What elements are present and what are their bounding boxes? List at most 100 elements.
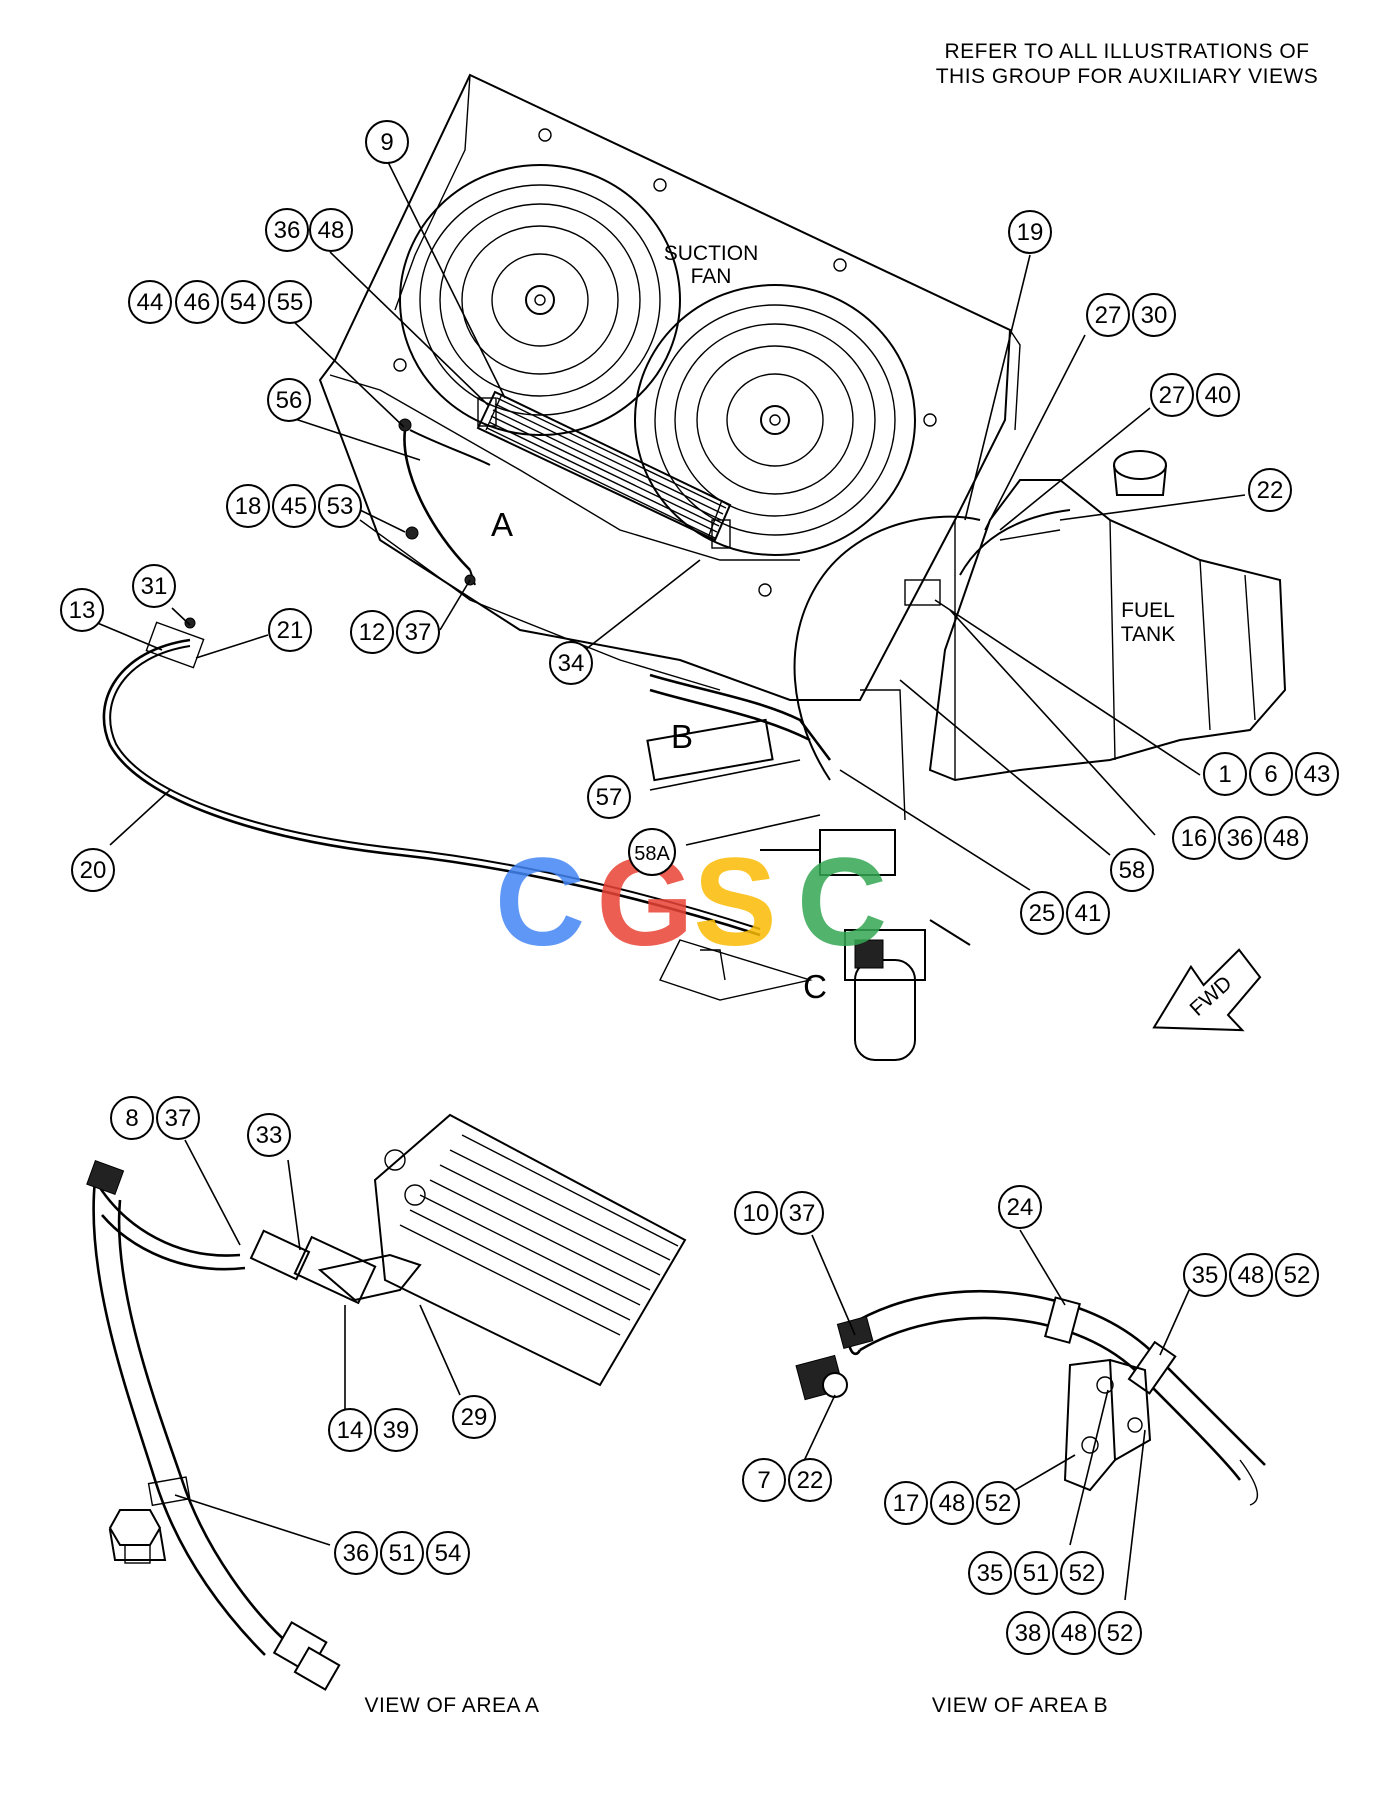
suction-fan-right — [634, 284, 916, 556]
header-note-line-1: REFER TO ALL ILLUSTRATIONS OF — [945, 40, 1310, 63]
svg-text:36: 36 — [274, 217, 301, 244]
watermark-letter-s: S — [693, 833, 776, 972]
callout-24: 24 — [998, 1185, 1042, 1229]
svg-text:39: 39 — [383, 1417, 410, 1444]
svg-text:6: 6 — [1264, 761, 1277, 788]
callout-52c: 52 — [1060, 1551, 1104, 1595]
callout-38: 38 — [1006, 1611, 1050, 1655]
callout-31: 31 — [132, 564, 176, 608]
callout-48c: 48 — [1229, 1253, 1273, 1297]
svg-text:43: 43 — [1304, 761, 1331, 788]
callout-22b: 22 — [788, 1458, 832, 1502]
callout-39: 39 — [374, 1408, 418, 1452]
svg-text:1: 1 — [1218, 761, 1231, 788]
callout-18: 18 — [226, 484, 270, 528]
svg-text:48: 48 — [939, 1490, 966, 1517]
svg-text:22: 22 — [1257, 477, 1284, 504]
callout-41: 41 — [1066, 891, 1110, 935]
svg-text:12: 12 — [359, 619, 386, 646]
svg-text:36: 36 — [343, 1540, 370, 1567]
callout-16: 16 — [1172, 816, 1216, 860]
callout-36c: 36 — [334, 1531, 378, 1575]
callout-group-9: 9 — [365, 120, 409, 164]
callout-group-38-48-52: 38 48 52 — [1006, 1611, 1142, 1655]
callout-group-27-40: 27 40 — [1150, 373, 1240, 417]
callout-group-19: 19 — [1008, 210, 1052, 254]
callout-55: 55 — [268, 280, 312, 324]
callout-27a: 27 — [1086, 293, 1130, 337]
view-area-b-drawing — [795, 1289, 1266, 1506]
area-b-label: B — [671, 718, 693, 755]
callout-17: 17 — [884, 1481, 928, 1525]
svg-text:37: 37 — [165, 1105, 192, 1132]
svg-text:9: 9 — [380, 129, 393, 156]
callout-36b: 36 — [1218, 816, 1262, 860]
callout-group-35-51-52: 35 51 52 — [968, 1551, 1104, 1595]
svg-text:36: 36 — [1227, 825, 1254, 852]
svg-text:51: 51 — [389, 1540, 416, 1567]
svg-text:29: 29 — [461, 1404, 488, 1431]
area-a-label: A — [491, 506, 513, 543]
callout-48d: 48 — [930, 1481, 974, 1525]
svg-text:56: 56 — [276, 387, 303, 414]
callout-48: 48 — [309, 208, 353, 252]
svg-text:35: 35 — [977, 1560, 1004, 1587]
fuel-lines — [793, 509, 1071, 821]
callout-group-17-48-52: 17 48 52 — [884, 1481, 1020, 1525]
callout-30: 30 — [1132, 293, 1176, 337]
callout-group-58A: 58A — [628, 828, 676, 876]
svg-text:48: 48 — [1061, 1620, 1088, 1647]
callout-25: 25 — [1020, 891, 1064, 935]
svg-text:55: 55 — [277, 289, 304, 316]
callout-51b: 51 — [1014, 1551, 1058, 1595]
callout-46: 46 — [175, 280, 219, 324]
callout-group-14-39: 14 39 — [328, 1408, 418, 1452]
callout-1: 1 — [1203, 752, 1247, 796]
callout-6: 6 — [1249, 752, 1293, 796]
svg-text:51: 51 — [1023, 1560, 1050, 1587]
callout-group-25-41: 25 41 — [1020, 891, 1110, 935]
watermark-letter-c2: C — [797, 833, 887, 972]
callout-51: 51 — [380, 1531, 424, 1575]
fuel-tank-label-line-2: TANK — [1121, 623, 1175, 646]
callout-group-57: 57 — [587, 775, 631, 819]
svg-text:25: 25 — [1029, 900, 1056, 927]
svg-text:16: 16 — [1181, 825, 1208, 852]
svg-text:52: 52 — [985, 1490, 1012, 1517]
suction-fan-left — [399, 164, 681, 436]
svg-text:37: 37 — [789, 1200, 816, 1227]
svg-text:44: 44 — [137, 289, 164, 316]
callout-group-36-48: 36 48 — [265, 208, 353, 252]
svg-text:48: 48 — [1273, 825, 1300, 852]
callout-group-22: 22 — [1248, 468, 1292, 512]
callout-group-35-48-52: 35 48 52 — [1183, 1253, 1319, 1297]
callout-37b: 37 — [156, 1096, 200, 1140]
callout-group-20: 20 — [71, 848, 115, 892]
svg-text:34: 34 — [558, 650, 585, 677]
callout-37c: 37 — [780, 1191, 824, 1235]
callout-group-12-37: 12 37 — [350, 610, 440, 654]
callout-10: 10 — [734, 1191, 778, 1235]
svg-text:40: 40 — [1205, 382, 1232, 409]
svg-text:52: 52 — [1069, 1560, 1096, 1587]
callout-group-8-37: 8 37 — [110, 1096, 200, 1140]
svg-text:13: 13 — [69, 597, 96, 624]
callout-58: 58 — [1110, 848, 1154, 892]
svg-text:41: 41 — [1075, 900, 1102, 927]
callout-13: 13 — [60, 588, 104, 632]
view-area-b-caption: VIEW OF AREA B — [932, 1694, 1108, 1717]
svg-text:45: 45 — [281, 493, 308, 520]
svg-text:31: 31 — [141, 573, 168, 600]
callout-54: 54 — [221, 280, 265, 324]
callout-52d: 52 — [1098, 1611, 1142, 1655]
callout-52b: 52 — [976, 1481, 1020, 1525]
svg-text:27: 27 — [1159, 382, 1186, 409]
callout-57: 57 — [587, 775, 631, 819]
svg-text:22: 22 — [797, 1467, 824, 1494]
svg-text:58: 58 — [1119, 857, 1146, 884]
callout-40: 40 — [1196, 373, 1240, 417]
svg-text:10: 10 — [743, 1200, 770, 1227]
svg-text:33: 33 — [256, 1122, 283, 1149]
svg-text:21: 21 — [277, 617, 304, 644]
oil-cooler — [476, 390, 732, 549]
